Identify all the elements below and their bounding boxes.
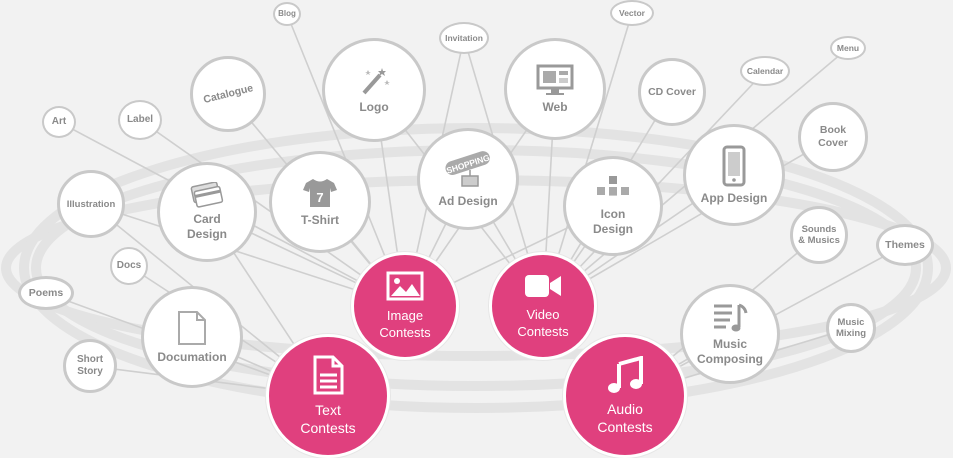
image-contests-label: Image Contests: [379, 308, 431, 340]
calendar-label: Calendar: [746, 66, 784, 76]
video-camera-icon: [523, 272, 563, 300]
docs-label: Docs: [116, 260, 142, 271]
poems-node[interactable]: Poems: [18, 276, 74, 310]
tshirt-label: T-Shirt: [301, 212, 339, 227]
sounds-musics-node[interactable]: Sounds & Musics: [790, 206, 848, 264]
ad-design-node[interactable]: SHOPPING Ad Design: [417, 128, 519, 230]
themes-label: Themes: [885, 238, 925, 251]
cd-cover-label: CD Cover: [648, 85, 696, 98]
sheet-music-icon: [712, 301, 748, 333]
smartphone-icon: [722, 145, 746, 187]
ad-design-label: Ad Design: [438, 193, 498, 208]
calendar-node[interactable]: Calendar: [740, 56, 790, 86]
illustration-node[interactable]: Illustration: [57, 170, 125, 238]
card-design-label: Card Design: [186, 212, 227, 241]
catalogue-node[interactable]: Catalogue: [190, 56, 266, 132]
tshirt-number: 7: [316, 190, 323, 205]
app-design-label: App Design: [700, 190, 768, 205]
short-story-label: Short Story: [76, 354, 104, 377]
invitation-node[interactable]: Invitation: [439, 22, 489, 54]
video-contests-node[interactable]: Video Contests: [489, 252, 597, 360]
web-label: Web: [542, 99, 568, 114]
illustration-label: Illustration: [66, 198, 116, 210]
poems-label: Poems: [28, 286, 64, 299]
audio-contests-node[interactable]: Audio Contests: [563, 334, 687, 458]
cd-cover-node[interactable]: CD Cover: [638, 58, 706, 126]
business-cards-icon: [189, 182, 225, 208]
themes-node[interactable]: Themes: [876, 224, 934, 266]
magic-wand-icon: [358, 66, 390, 96]
documentation-node[interactable]: Documation: [141, 286, 243, 388]
book-cover-node[interactable]: Book Cover: [798, 102, 868, 172]
documentation-label: Documation: [157, 349, 227, 364]
shopping-sign-icon: SHOPPING: [442, 150, 494, 190]
tshirt-icon: 7: [302, 177, 338, 209]
catalogue-label: Catalogue: [201, 81, 254, 106]
icon-grid-icon: [594, 175, 632, 203]
document-icon: [312, 355, 344, 395]
connector-line: [542, 136, 834, 307]
audio-contests-label: Audio Contests: [597, 401, 653, 435]
web-node[interactable]: Web: [504, 38, 606, 140]
blog-node[interactable]: Blog: [273, 2, 301, 26]
sounds-musics-label: Sounds & Musics: [798, 224, 840, 246]
image-contests-node[interactable]: Image Contests: [351, 252, 459, 360]
logo-node[interactable]: Logo: [322, 38, 426, 142]
video-contests-label: Video Contests: [517, 307, 569, 339]
picture-icon: [386, 271, 424, 301]
text-contests-node[interactable]: Text Contests: [266, 334, 390, 458]
short-story-node[interactable]: Short Story: [63, 339, 117, 393]
blank-page-icon: [177, 310, 207, 346]
book-cover-label: Book Cover: [818, 124, 848, 149]
icon-design-node[interactable]: Icon Design: [563, 156, 663, 256]
blog-label: Blog: [278, 9, 296, 18]
logo-label: Logo: [359, 99, 389, 114]
menu-label: Menu: [836, 43, 860, 53]
art-node[interactable]: Art: [42, 106, 76, 138]
music-mixing-label: Music Mixing: [835, 317, 867, 339]
music-mixing-node[interactable]: Music Mixing: [826, 303, 876, 353]
label-node[interactable]: Label: [118, 100, 162, 140]
music-composing-node[interactable]: Music Composing: [680, 284, 780, 384]
docs-node[interactable]: Docs: [110, 247, 148, 285]
art-label: Art: [51, 116, 67, 127]
icon-design-label: Icon Design: [592, 207, 633, 236]
music-note-icon: [607, 356, 643, 394]
app-design-node[interactable]: App Design: [683, 124, 785, 226]
card-design-node[interactable]: Card Design: [157, 162, 257, 262]
monitor-icon: [536, 64, 574, 96]
vector-label: Vector: [619, 8, 645, 18]
vector-node[interactable]: Vector: [610, 0, 654, 26]
menu-node[interactable]: Menu: [830, 36, 866, 60]
music-composing-label: Music Composing: [697, 337, 763, 366]
label-label: Label: [126, 114, 154, 125]
text-contests-label: Text Contests: [300, 402, 356, 436]
invitation-label: Invitation: [445, 33, 483, 43]
tshirt-node[interactable]: 7 T-Shirt: [269, 151, 371, 253]
